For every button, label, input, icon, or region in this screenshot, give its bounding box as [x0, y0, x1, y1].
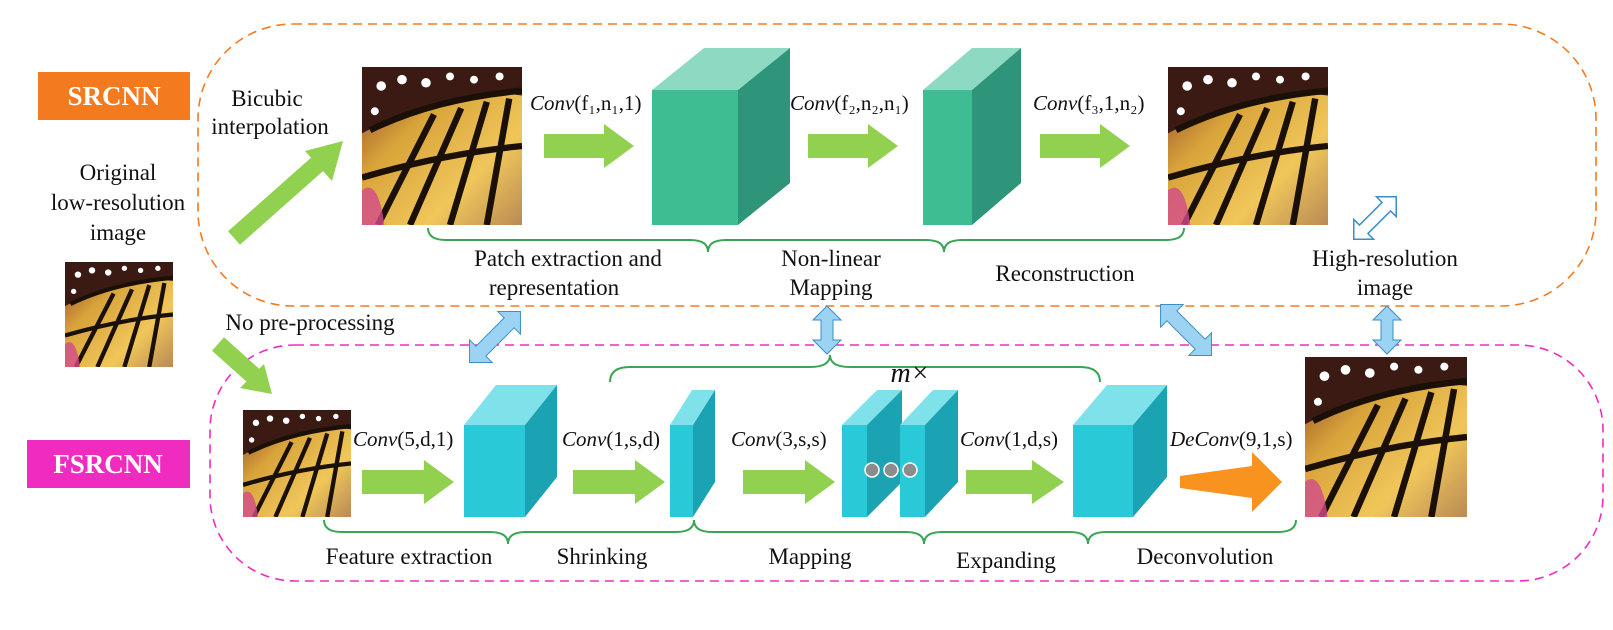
fsrcnn-input-image [243, 410, 351, 517]
fsrcnn-stage4-label: Expanding [956, 548, 1056, 573]
srcnn-tag: SRCNN [38, 72, 190, 120]
bicubic-label-line2: interpolation [211, 114, 329, 139]
fsrcnn-arrow-2 [573, 460, 665, 504]
srcnn-stage2-label-line1: Non-linear [781, 246, 881, 271]
correspondence-arrow-4 [1371, 305, 1403, 355]
srcnn-arrow-1 [544, 124, 634, 168]
srcnn-stage-braces [427, 227, 1185, 253]
correspondence-arrow-3 [1160, 304, 1212, 356]
fsrcnn-arrow-3 [743, 460, 835, 504]
input-label-line2: low-resolution [51, 190, 186, 215]
fsrcnn-group-outline [209, 344, 1604, 582]
fsrcnn-deconv-arrow [1180, 452, 1282, 512]
input-label-line1: Original [80, 160, 157, 185]
srcnn-stage1-label-line1: Patch extraction and [474, 246, 662, 271]
fsrcnn-arrow-1 [362, 460, 454, 504]
fsrcnn-repeat-label: m× [890, 358, 929, 389]
srcnn-layer-2-block [923, 48, 1021, 225]
input-lr-image [65, 262, 173, 367]
srcnn-conv3-label: Conv(f₃,1,n₂) [1033, 91, 1144, 115]
fsrcnn-arrow-4 [966, 460, 1064, 504]
bicubic-label-line1: Bicubic [231, 86, 303, 111]
correspondence-arrow-5 [1353, 196, 1397, 240]
fsrcnn-repeat-brace [609, 354, 1101, 383]
fsrcnn-deconv-label: DeConv(9,1,s) [1169, 427, 1293, 451]
fsrcnn-stage1-label: Feature extraction [326, 544, 493, 569]
ellipsis-dots [864, 462, 918, 478]
fsrcnn-conv1-label: Conv(5,d,1) [353, 427, 453, 451]
srcnn-bicubic-image [362, 67, 522, 225]
input-label-line3: image [90, 220, 146, 245]
srcnn-conv2-label: Conv(f₂,n₂,n₁) [790, 91, 909, 115]
fsrcnn-stage5-label: Deconvolution [1137, 544, 1274, 569]
srcnn-arrow-2 [808, 124, 898, 168]
fsrcnn-shrink-block [670, 390, 715, 517]
output-label-line2: image [1357, 275, 1413, 300]
no-preprocessing-label: No pre-processing [225, 310, 395, 335]
srcnn-conv1-label: Conv(f₁,n₁,1) [530, 91, 641, 115]
srcnn-stage2-label-line2: Mapping [789, 275, 873, 300]
fsrcnn-feature-block [464, 385, 557, 517]
correspondence-arrow-1 [469, 311, 521, 363]
fsrcnn-mapping-block-2 [900, 390, 958, 517]
fsrcnn-stage3-label: Mapping [768, 544, 852, 569]
fsrcnn-expand-block [1073, 385, 1167, 517]
svg-text:FSRCNN: FSRCNN [53, 449, 163, 479]
fsrcnn-conv3-label: Conv(3,s,s) [731, 427, 827, 451]
srcnn-stage3-label: Reconstruction [995, 261, 1135, 286]
fsrcnn-stage-braces [323, 519, 1297, 545]
fsrcnn-tag: FSRCNN [27, 440, 190, 488]
srcnn-stage1-label-line2: representation [489, 275, 620, 300]
output-label-line1: High-resolution [1312, 246, 1458, 271]
srcnn-output-image [1168, 67, 1328, 225]
fsrcnn-output-image [1305, 357, 1467, 517]
fsrcnn-conv2-label: Conv(1,s,d) [562, 427, 660, 451]
fsrcnn-mapping-block-1 [842, 390, 902, 517]
srcnn-group-outline [197, 23, 1597, 307]
svg-text:SRCNN: SRCNN [67, 81, 161, 111]
bicubic-arrow [228, 141, 343, 245]
fsrcnn-conv4-label: Conv(1,d,s) [960, 427, 1058, 451]
no-preprocessing-arrow [211, 337, 272, 394]
correspondence-arrow-2 [811, 305, 843, 355]
srcnn-layer-1-block [652, 48, 790, 225]
srcnn-arrow-3 [1040, 124, 1130, 168]
fsrcnn-stage2-label: Shrinking [557, 544, 648, 569]
